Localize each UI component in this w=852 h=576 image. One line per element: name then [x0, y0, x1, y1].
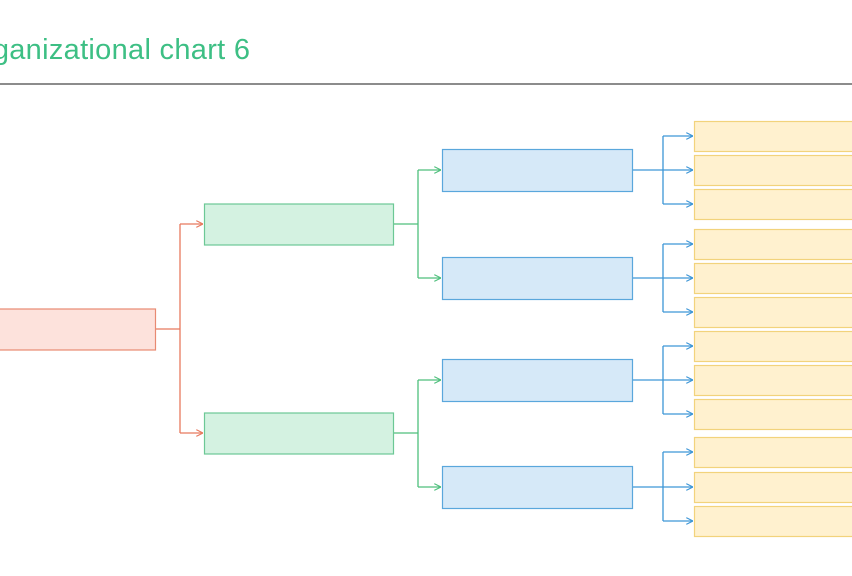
org-node-level4-1-1-2: [693, 154, 852, 187]
connector-layer: [155, 136, 693, 521]
org-node-level3-1-1: [441, 148, 634, 193]
org-node-level4-1-1-2-box: [693, 154, 852, 187]
org-node-level3-2-1: [441, 358, 634, 403]
org-node-level4-2-2-1-box: [693, 436, 852, 469]
connector-level3-2-1: [632, 346, 693, 414]
org-node-root: [0, 308, 157, 351]
org-node-root-box: [0, 308, 157, 351]
org-node-level3-2-1-box: [441, 358, 634, 403]
org-node-level4-1-1-1-box: [693, 120, 852, 153]
org-node-level4-2-1-1-box: [693, 330, 852, 363]
connector-root-trunk: [155, 224, 181, 433]
connector-level2-1-trunk: [393, 170, 419, 278]
connector-level3-1-2-trunk: [632, 244, 664, 312]
connector-level2-2: [393, 380, 441, 487]
org-node-level3-1-1-box: [441, 148, 634, 193]
connector-level3-1-1: [632, 136, 693, 204]
org-node-level4-2-2-3: [693, 505, 852, 538]
org-node-level4-2-1-2: [693, 364, 852, 397]
org-node-level3-2-2: [441, 465, 634, 510]
connector-root: [155, 224, 203, 433]
org-node-level4-1-2-3: [693, 296, 852, 329]
org-node-level4-2-1-3-box: [693, 398, 852, 431]
node-layer: [0, 120, 852, 538]
org-node-level4-1-2-2-box: [693, 262, 852, 295]
slide-title: Organizational chart 6: [0, 34, 251, 66]
org-node-level4-2-1-1: [693, 330, 852, 363]
connector-level3-1-2: [632, 244, 693, 312]
org-node-level4-2-2-3-box: [693, 505, 852, 538]
org-node-level3-2-2-box: [441, 465, 634, 510]
connector-level2-2-trunk: [393, 380, 419, 487]
org-node-level2-1-box: [203, 203, 395, 246]
org-node-level4-2-1-2-box: [693, 364, 852, 397]
connector-level2-1: [393, 170, 441, 278]
connector-level3-2-1-trunk: [632, 346, 664, 414]
org-node-level2-2: [203, 412, 395, 455]
org-node-level2-1: [203, 203, 395, 246]
org-node-level4-1-1-1: [693, 120, 852, 153]
org-node-level3-1-2: [441, 256, 634, 301]
org-node-level4-1-1-3: [693, 188, 852, 221]
org-node-level4-1-2-2: [693, 262, 852, 295]
org-node-level2-2-box: [203, 412, 395, 455]
org-node-level4-2-2-2-box: [693, 471, 852, 504]
connector-level3-2-2: [632, 452, 693, 521]
org-node-level4-1-2-1: [693, 228, 852, 261]
org-node-level4-2-2-1: [693, 436, 852, 469]
org-node-level4-2-1-3: [693, 398, 852, 431]
org-node-level4-1-1-3-box: [693, 188, 852, 221]
org-node-level4-1-2-3-box: [693, 296, 852, 329]
connector-level3-1-1-trunk: [632, 136, 664, 204]
org-node-level4-2-2-2: [693, 471, 852, 504]
title-divider: [0, 83, 852, 85]
org-node-level4-1-2-1-box: [693, 228, 852, 261]
connector-level3-2-2-trunk: [632, 452, 664, 521]
org-node-level3-1-2-box: [441, 256, 634, 301]
